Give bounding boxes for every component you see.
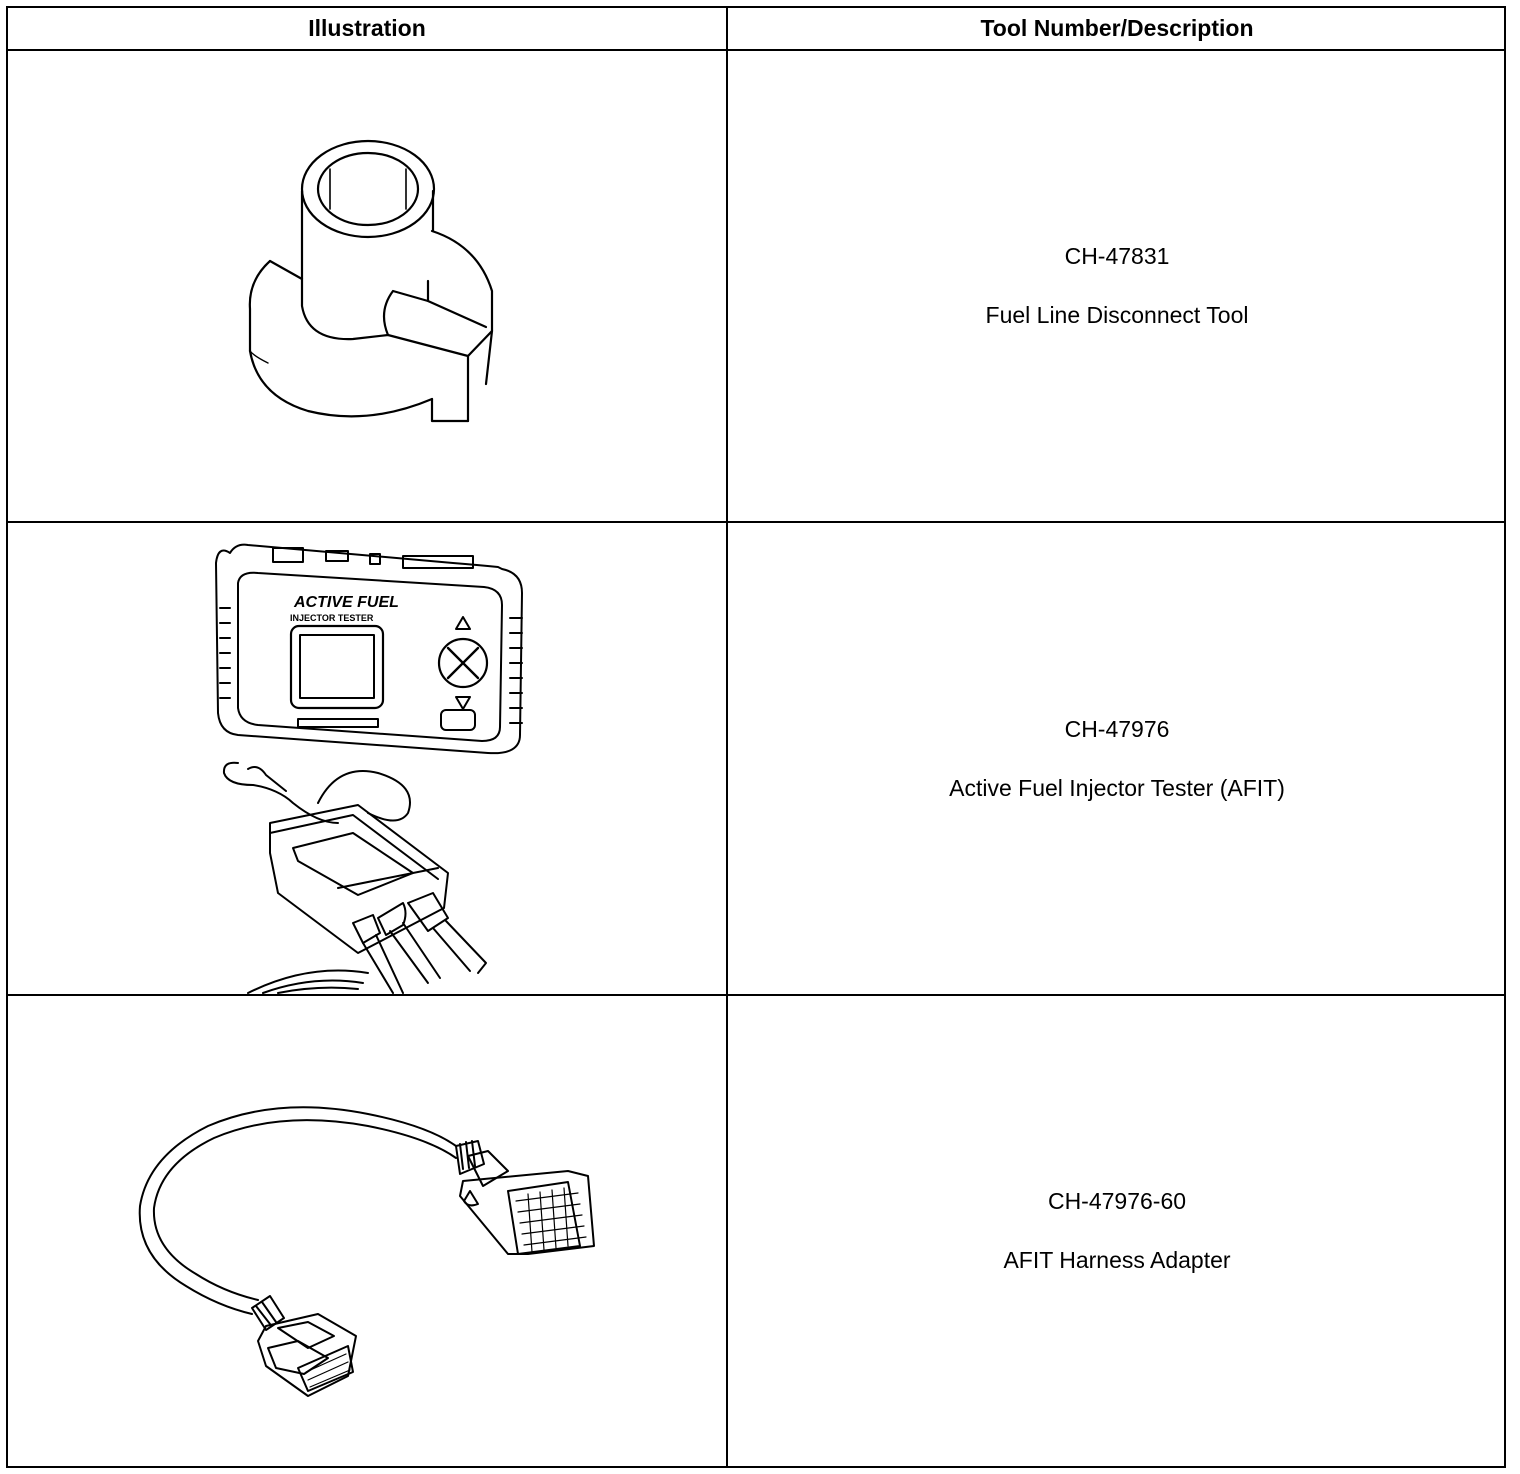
header-divider bbox=[8, 49, 1504, 51]
header-tool-number-description: Tool Number/Description bbox=[980, 15, 1254, 41]
row-divider bbox=[8, 521, 1504, 523]
tool-description: Fuel Line Disconnect Tool bbox=[985, 302, 1249, 328]
afit-brand-label: ACTIVE FUEL bbox=[293, 594, 399, 611]
tool-description: AFIT Harness Adapter bbox=[1003, 1247, 1231, 1273]
tool-description-cell: CH-47831 Fuel Line Disconnect Tool bbox=[728, 51, 1506, 521]
column-divider bbox=[726, 8, 728, 1466]
tool-description: Active Fuel Injector Tester (AFIT) bbox=[949, 774, 1285, 801]
harness-adapter-illustration bbox=[8, 996, 726, 1466]
fuel-line-disconnect-tool-icon bbox=[248, 139, 494, 423]
afit-brand-sublabel: INJECTOR TESTER bbox=[290, 613, 374, 623]
tool-description-cell: CH-47976 Active Fuel Injector Tester (AF… bbox=[728, 523, 1506, 994]
row-divider bbox=[8, 994, 1504, 996]
tool-description-cell: CH-47976-60 AFIT Harness Adapter bbox=[728, 996, 1506, 1466]
tools-table: Illustration Tool Number/Description bbox=[6, 6, 1506, 1468]
tool-number: CH-47831 bbox=[1064, 243, 1170, 269]
fuel-line-disconnect-tool-illustration bbox=[8, 51, 726, 521]
harness-adapter-icon bbox=[138, 1106, 595, 1397]
afit-tester-illustration: ACTIVE FUEL INJECTOR TESTER bbox=[8, 523, 726, 994]
tool-number: CH-47976 bbox=[1064, 715, 1170, 742]
tool-number: CH-47976-60 bbox=[1047, 1188, 1187, 1214]
afit-tester-icon: ACTIVE FUEL INJECTOR TESTER bbox=[215, 543, 523, 994]
header-illustration: Illustration bbox=[308, 15, 426, 41]
